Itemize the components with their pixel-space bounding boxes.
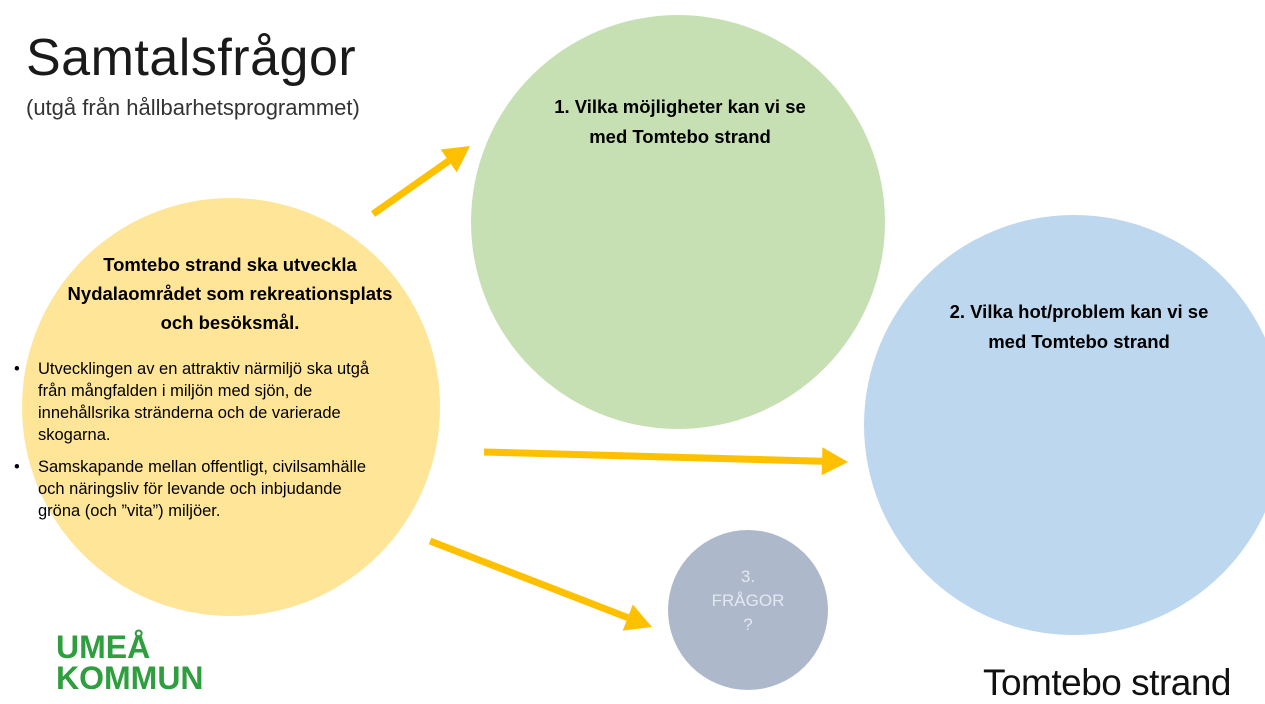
center-heading-line: Nydalaområdet som rekreationsplats [67, 283, 393, 304]
center-heading-line: och besöksmål. [160, 312, 300, 333]
arrow-shaft [428, 537, 630, 621]
bullet-item: • Samskapande mellan offentligt, civilsa… [14, 456, 464, 522]
bullet-icon: • [14, 360, 20, 378]
question-1-line: 1. Vilka möjligheter kan vi se [554, 96, 806, 117]
arrow-shaft [483, 448, 823, 465]
bullet-icon: • [14, 458, 20, 476]
question-3-circle [668, 530, 828, 690]
bullet-line: gröna (och ”vita”) miljöer. [38, 502, 221, 520]
center-circle [22, 198, 440, 616]
question-2-circle [864, 215, 1265, 635]
arrow-to-question-3-icon [428, 537, 652, 631]
umea-kommun-logo: UMEÅ KOMMUN [56, 629, 204, 696]
question-3-line: ? [743, 615, 753, 634]
arrow-head [440, 146, 470, 173]
arrow-head [821, 447, 848, 476]
question-3-text: 3. FRÅGOR ? [668, 565, 828, 637]
arrow-to-question-1-icon [370, 146, 470, 217]
center-heading: Tomtebo strand ska utveckla Nydalaområde… [40, 250, 420, 337]
question-1-circle [471, 15, 885, 429]
umea-logo-line: KOMMUN [56, 660, 204, 696]
umea-logo-line: UMEÅ [56, 629, 151, 665]
page-title: Samtalsfrågor [26, 29, 357, 87]
arrow-head [622, 604, 652, 631]
bullet-line: Utvecklingen av en attraktiv närmiljö sk… [38, 360, 370, 378]
arrow-shaft [370, 158, 451, 217]
bullet-line: skogarna. [38, 426, 111, 444]
question-1-text: 1. Vilka möjligheter kan vi se med Tomte… [500, 92, 860, 152]
bullet-item: • Utvecklingen av en attraktiv närmiljö … [14, 358, 464, 446]
bullet-line: och näringsliv för levande och inbjudand… [38, 480, 342, 498]
tomtebo-strand-logo: Tomtebo strand [982, 662, 1232, 703]
arrow-to-question-2-icon [483, 447, 848, 476]
question-1-line: med Tomtebo strand [589, 126, 771, 147]
question-3-line: FRÅGOR [711, 591, 785, 610]
bullet-line: innehållsrika stränderna och de varierad… [38, 404, 341, 422]
question-3-line: 3. [740, 567, 756, 586]
center-bullet-list: • Utvecklingen av en attraktiv närmiljö … [14, 358, 464, 532]
question-2-line: 2. Vilka hot/problem kan vi se [949, 301, 1209, 322]
question-2-line: med Tomtebo strand [988, 331, 1170, 352]
bullet-line: Samskapande mellan offentligt, civilsamh… [38, 458, 367, 476]
question-2-text: 2. Vilka hot/problem kan vi se med Tomte… [893, 297, 1265, 357]
bullet-line: från mångfalden i miljön med sjön, de [38, 382, 313, 400]
center-heading-line: Tomtebo strand ska utveckla [103, 254, 357, 275]
page-subtitle: (utgå från hållbarhetsprogrammet) [26, 95, 360, 120]
